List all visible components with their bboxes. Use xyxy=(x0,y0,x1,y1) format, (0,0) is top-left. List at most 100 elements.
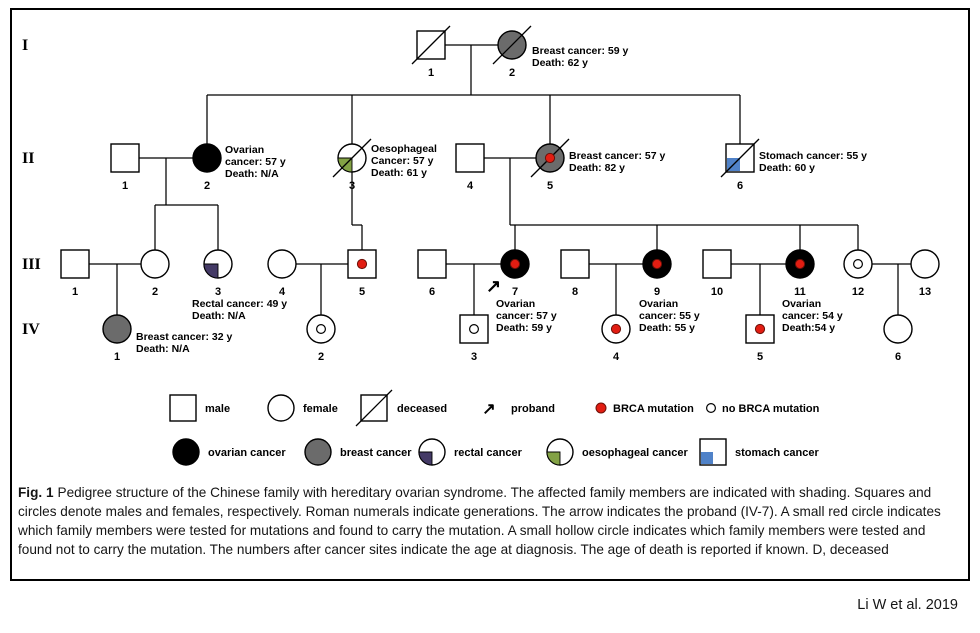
person-number-III-5: 5 xyxy=(359,286,365,298)
legend-brca-label: BRCA mutation xyxy=(613,403,694,415)
brca-marker-IV-4 xyxy=(610,323,622,335)
attribution: Li W et al. 2019 xyxy=(857,597,958,613)
person-number-IV-5: 5 xyxy=(757,351,763,363)
person-III-10-symbol xyxy=(702,249,732,279)
person-note-line: Death: N/A xyxy=(192,310,246,322)
legend-stomach-stomach-fill xyxy=(701,452,713,464)
legend-nobrca-dot-icon xyxy=(705,403,716,414)
person-note-line: Ovarian xyxy=(639,298,678,310)
person-number-II-5: 5 xyxy=(547,180,553,192)
person-note-line: cancer: 57 y xyxy=(496,310,557,322)
person-note-line: Death: 61 y xyxy=(371,167,427,179)
generation-label-II: II xyxy=(22,150,34,167)
person-II-1-symbol xyxy=(110,143,140,173)
person-note-line: Death: 62 y xyxy=(532,57,588,69)
legend-breast-symbol xyxy=(304,438,332,466)
person-number-III-7: 7 xyxy=(512,286,518,298)
person-note-line: Ovarian xyxy=(496,298,535,310)
person-number-IV-1: 1 xyxy=(114,351,120,363)
caption-text: Pedigree structure of the Chinese family… xyxy=(18,485,941,557)
no-brca-marker-III-12 xyxy=(852,259,863,270)
person-note-line: Oesophageal xyxy=(371,143,437,155)
person-number-III-11: 11 xyxy=(794,286,806,298)
person-number-IV-6: 6 xyxy=(895,351,901,363)
person-note-line: Breast cancer: 32 y xyxy=(136,331,232,343)
person-III-4-symbol xyxy=(267,249,297,279)
person-note-line: Breast cancer: 59 y xyxy=(532,45,628,57)
person-number-III-8: 8 xyxy=(572,286,578,298)
legend-oesophageal-label: oesophageal cancer xyxy=(582,447,688,459)
generation-label-III: III xyxy=(22,256,41,273)
person-III-2-symbol xyxy=(140,249,170,279)
person-number-III-9: 9 xyxy=(654,286,660,298)
brca-marker-III-7 xyxy=(509,258,521,270)
person-note-line: Rectal cancer: 49 y xyxy=(192,298,287,310)
person-III-6-symbol xyxy=(417,249,447,279)
person-note-line: Breast cancer: 57 y xyxy=(569,150,665,162)
brca-marker-III-5 xyxy=(356,258,368,270)
brca-marker-II-5 xyxy=(544,152,556,164)
legend-deceased-label: deceased xyxy=(397,403,447,415)
person-number-III-2: 2 xyxy=(152,286,158,298)
person-number-III-1: 1 xyxy=(72,286,78,298)
person-number-II-2: 2 xyxy=(204,180,210,192)
person-number-II-1: 1 xyxy=(122,180,128,192)
legend-nobrca-label: no BRCA mutation xyxy=(722,403,820,415)
legend-square-symbol xyxy=(169,394,197,422)
legend-circle-label: female xyxy=(303,403,338,415)
no-brca-marker-IV-3 xyxy=(469,324,480,335)
proband-arrow-icon: ↗ xyxy=(486,276,501,296)
person-note-line: Death: 55 y xyxy=(639,322,695,334)
deceased-slash-II-3 xyxy=(332,138,372,178)
person-note-line: Death: N/A xyxy=(225,168,279,180)
figure-frame xyxy=(10,8,970,581)
person-note-line: Ovarian xyxy=(782,298,821,310)
deceased-slash-I-2 xyxy=(492,25,532,65)
person-number-IV-2: 2 xyxy=(318,351,324,363)
person-number-III-6: 6 xyxy=(429,286,435,298)
person-note-line: cancer: 54 y xyxy=(782,310,843,322)
person-number-I-2: 2 xyxy=(509,67,515,79)
person-note-line: Death: 60 y xyxy=(759,162,815,174)
person-III-13-symbol xyxy=(910,249,940,279)
person-number-III-3: 3 xyxy=(215,286,221,298)
generation-label-I: I xyxy=(22,37,28,54)
legend-deceased-slash xyxy=(355,389,393,427)
person-note-line: cancer: 55 y xyxy=(639,310,700,322)
legend-rectal-label: rectal cancer xyxy=(454,447,523,459)
person-note-line: Death: N/A xyxy=(136,343,190,355)
person-II-4-symbol xyxy=(455,143,485,173)
legend-proband-label: proband xyxy=(511,403,555,415)
person-note-line: Death: 59 y xyxy=(496,322,552,334)
brca-marker-IV-5 xyxy=(754,323,766,335)
legend-oesophageal-oesophageal-fill xyxy=(546,451,561,466)
deceased-slash-I-1 xyxy=(411,25,451,65)
person-note-line: Cancer: 57 y xyxy=(371,155,434,167)
legend-stomach-label: stomach cancer xyxy=(735,447,819,459)
person-number-II-3: 3 xyxy=(349,180,355,192)
generation-label-IV: IV xyxy=(22,321,40,338)
person-note-line: Stomach cancer: 55 y xyxy=(759,150,867,162)
person-note-line: Death:54 y xyxy=(782,322,835,334)
person-note-line: Death: 82 y xyxy=(569,162,625,174)
person-note-line: cancer: 57 y xyxy=(225,156,286,168)
person-IV-6-symbol xyxy=(883,314,913,344)
person-III-1-symbol xyxy=(60,249,90,279)
legend-brca-dot-icon xyxy=(595,402,607,414)
legend-proband-arrow-icon: ↗ xyxy=(482,401,495,418)
person-number-IV-3: 3 xyxy=(471,351,477,363)
legend-ovarian-symbol xyxy=(172,438,200,466)
person-III-3-rectal-fill xyxy=(203,263,219,279)
person-II-2-symbol xyxy=(192,143,222,173)
person-number-III-12: 12 xyxy=(852,286,864,298)
brca-marker-III-11 xyxy=(794,258,806,270)
